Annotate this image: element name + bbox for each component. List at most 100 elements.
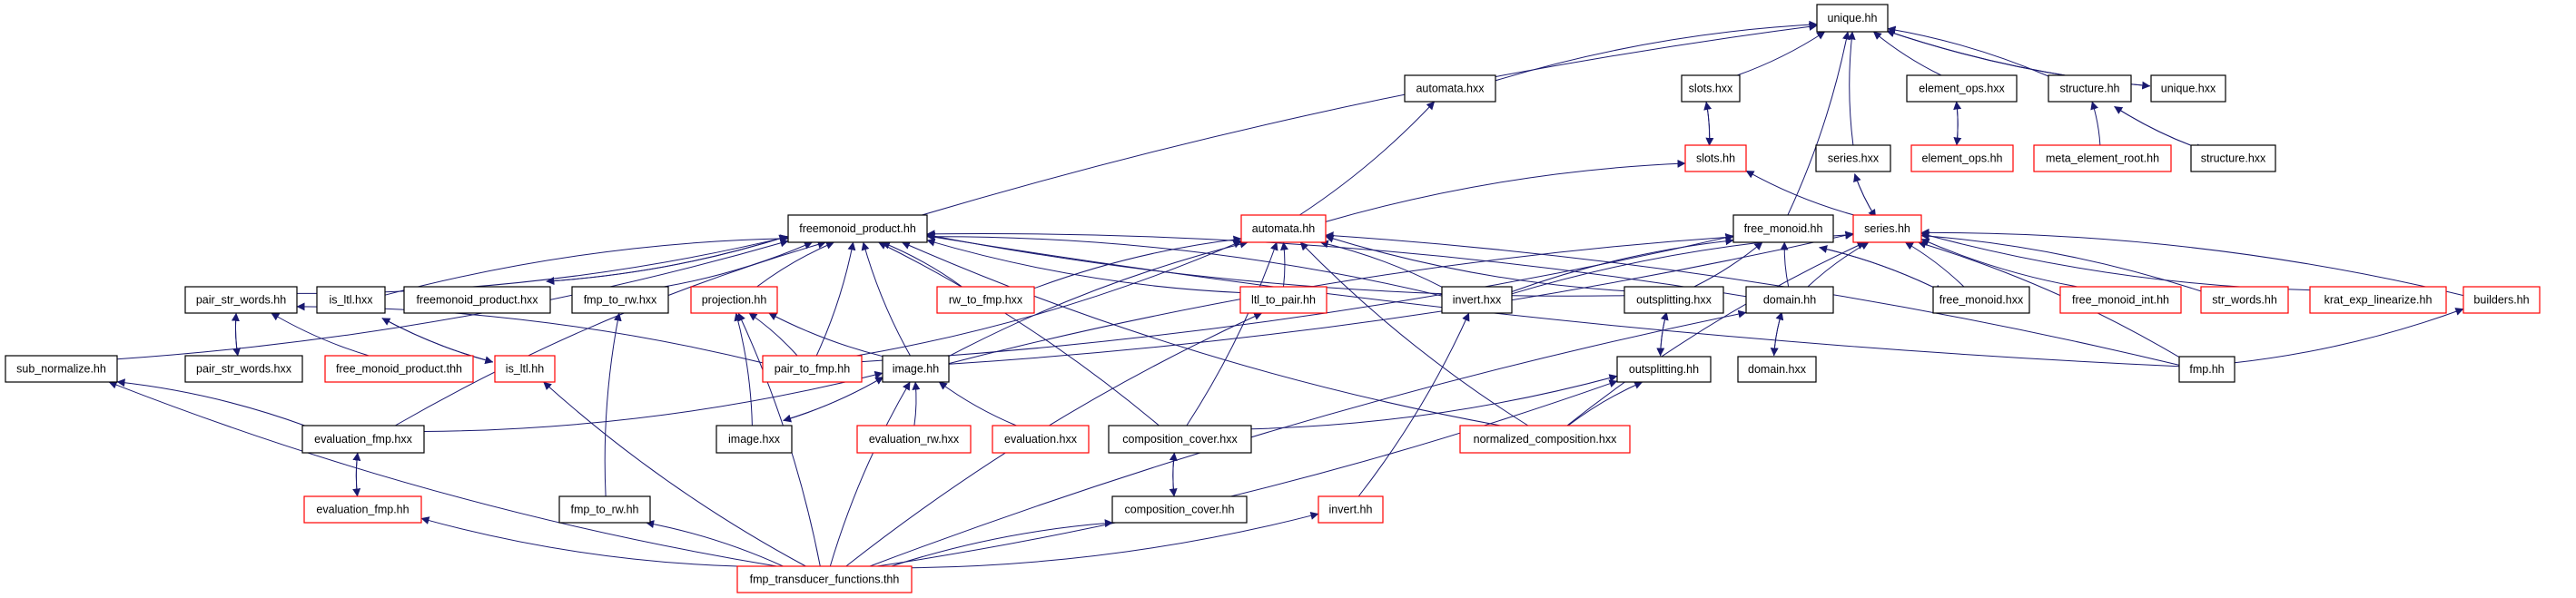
node-box[interactable] (1441, 286, 1513, 314)
node-box[interactable] (762, 355, 863, 383)
node-box[interactable] (1906, 74, 2018, 103)
node-box[interactable] (1732, 214, 1834, 243)
node-evaluation-fmp-hh[interactable]: evaluation_fmp.hh (303, 495, 422, 524)
node-box[interactable] (5, 355, 118, 383)
node-builders-hh[interactable]: builders.hh (2462, 286, 2541, 314)
node-outsplitting-hh[interactable]: outsplitting.hh (1616, 356, 1712, 383)
node-box[interactable] (2190, 144, 2276, 172)
node-sub-normalize-hh[interactable]: sub_normalize.hh (5, 355, 118, 383)
node-box[interactable] (1404, 74, 1496, 103)
node-box[interactable] (716, 425, 793, 454)
node-box[interactable] (316, 286, 386, 314)
node-is-ltl-hxx[interactable]: is_ltl.hxx (316, 286, 386, 314)
node-box[interactable] (1737, 356, 1817, 383)
node-box[interactable] (558, 495, 651, 524)
node-box[interactable] (2059, 286, 2182, 314)
node-box[interactable] (571, 286, 669, 314)
node-box[interactable] (1624, 286, 1724, 314)
node-projection-hh[interactable]: projection.hh (690, 286, 778, 314)
node-box[interactable] (787, 214, 928, 243)
node-fmp-to-rw-hh[interactable]: fmp_to_rw.hh (558, 495, 651, 524)
node-fmp-to-rw-hxx[interactable]: fmp_to_rw.hxx (571, 286, 669, 314)
node-structure-hxx[interactable]: structure.hxx (2190, 144, 2276, 172)
node-invert-hxx[interactable]: invert.hxx (1441, 286, 1513, 314)
node-box[interactable] (2048, 74, 2132, 103)
node-box[interactable] (936, 286, 1035, 314)
node-box[interactable] (301, 425, 425, 454)
node-is-ltl-hh[interactable]: is_ltl.hh (494, 355, 556, 383)
node-box[interactable] (690, 286, 778, 314)
node-box[interactable] (2309, 286, 2447, 314)
node-evaluation-hxx[interactable]: evaluation.hxx (992, 425, 1090, 454)
node-box[interactable] (882, 355, 950, 383)
node-freemonoid-product-hxx[interactable]: freemonoid_product.hxx (403, 286, 551, 314)
node-structure-hh[interactable]: structure.hh (2048, 74, 2132, 103)
node-meta-element-root-hh[interactable]: meta_element_root.hh (2033, 144, 2172, 172)
node-box[interactable] (1239, 286, 1327, 314)
node-box[interactable] (1318, 495, 1384, 524)
node-box[interactable] (1932, 286, 2030, 314)
node-box[interactable] (1459, 425, 1631, 454)
node-box[interactable] (184, 355, 303, 383)
node-automata-hh[interactable]: automata.hh (1240, 214, 1327, 243)
node-evaluation-rw-hxx[interactable]: evaluation_rw.hxx (856, 425, 972, 454)
node-str-words-hh[interactable]: str_words.hh (2200, 286, 2289, 314)
node-box[interactable] (2033, 144, 2172, 172)
node-slots-hxx[interactable]: slots.hxx (1681, 74, 1741, 103)
node-rw-to-fmp-hxx[interactable]: rw_to_fmp.hxx (936, 286, 1035, 314)
node-box[interactable] (1910, 144, 2014, 172)
node-box[interactable] (1240, 214, 1327, 243)
node-box[interactable] (1852, 214, 1922, 243)
node-element-ops-hxx[interactable]: element_ops.hxx (1906, 74, 2018, 103)
node-free-monoid-hh[interactable]: free_monoid.hh (1732, 214, 1834, 243)
node-ltl-to-pair-hh[interactable]: ltl_to_pair.hh (1239, 286, 1327, 314)
node-unique-hxx[interactable]: unique.hxx (2150, 74, 2226, 103)
node-box[interactable] (1108, 425, 1252, 454)
node-normalized-composition-hxx[interactable]: normalized_composition.hxx (1459, 425, 1631, 454)
node-evaluation-fmp-hxx[interactable]: evaluation_fmp.hxx (301, 425, 425, 454)
node-box[interactable] (184, 286, 298, 314)
node-image-hxx[interactable]: image.hxx (716, 425, 793, 454)
node-box[interactable] (2462, 286, 2541, 314)
node-domain-hxx[interactable]: domain.hxx (1737, 356, 1817, 383)
node-box[interactable] (2150, 74, 2226, 103)
node-free-monoid-product-thh[interactable]: free_monoid_product.thh (324, 355, 474, 383)
node-box[interactable] (1816, 4, 1889, 33)
node-automata-hxx[interactable]: automata.hxx (1404, 74, 1496, 103)
node-domain-hh[interactable]: domain.hh (1745, 286, 1834, 314)
node-pair-str-words-hh[interactable]: pair_str_words.hh (184, 286, 298, 314)
node-slots-hh[interactable]: slots.hh (1684, 144, 1747, 172)
node-box[interactable] (403, 286, 551, 314)
node-composition-cover-hh[interactable]: composition_cover.hh (1111, 495, 1248, 524)
node-pair-str-words-hxx[interactable]: pair_str_words.hxx (184, 355, 303, 383)
node-box[interactable] (1745, 286, 1834, 314)
node-box[interactable] (1684, 144, 1747, 172)
node-box[interactable] (1111, 495, 1248, 524)
node-fmp-hh[interactable]: fmp.hh (2178, 356, 2235, 383)
node-free-monoid-hxx[interactable]: free_monoid.hxx (1932, 286, 2030, 314)
node-box[interactable] (324, 355, 474, 383)
node-box[interactable] (856, 425, 972, 454)
node-box[interactable] (1681, 74, 1741, 103)
node-box[interactable] (1815, 144, 1891, 172)
node-invert-hh[interactable]: invert.hh (1318, 495, 1384, 524)
node-box[interactable] (1616, 356, 1712, 383)
node-box[interactable] (736, 565, 913, 593)
node-unique-hh[interactable]: unique.hh (1816, 4, 1889, 33)
node-box[interactable] (2178, 356, 2235, 383)
node-box[interactable] (992, 425, 1090, 454)
node-fmp-transducer-functions-thh[interactable]: fmp_transducer_functions.thh (736, 565, 913, 593)
node-freemonoid-product-hh[interactable]: freemonoid_product.hh (787, 214, 928, 243)
node-composition-cover-hxx[interactable]: composition_cover.hxx (1108, 425, 1252, 454)
node-box[interactable] (303, 495, 422, 524)
node-free-monoid-int-hh[interactable]: free_monoid_int.hh (2059, 286, 2182, 314)
node-box[interactable] (494, 355, 556, 383)
node-element-ops-hh[interactable]: element_ops.hh (1910, 144, 2014, 172)
node-series-hh[interactable]: series.hh (1852, 214, 1922, 243)
node-image-hh[interactable]: image.hh (882, 355, 950, 383)
node-series-hxx[interactable]: series.hxx (1815, 144, 1891, 172)
node-box[interactable] (2200, 286, 2289, 314)
node-outsplitting-hxx[interactable]: outsplitting.hxx (1624, 286, 1724, 314)
node-krat-exp-linearize-hh[interactable]: krat_exp_linearize.hh (2309, 286, 2447, 314)
node-pair-to-fmp-hh[interactable]: pair_to_fmp.hh (762, 355, 863, 383)
